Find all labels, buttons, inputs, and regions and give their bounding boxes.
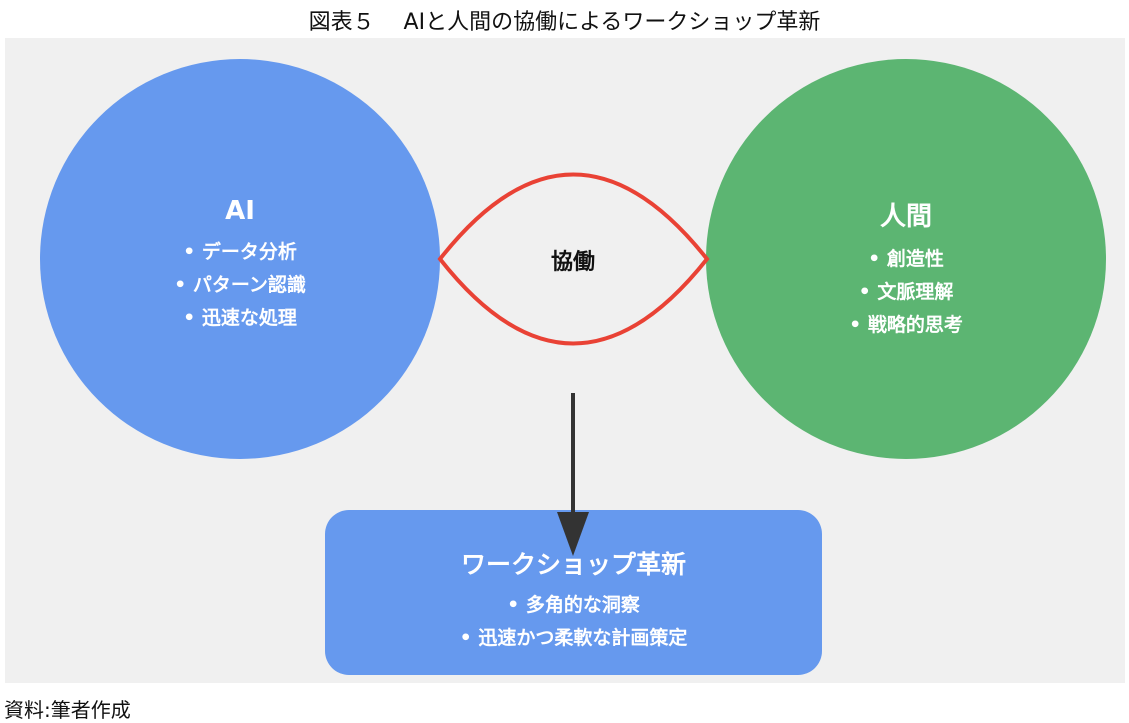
ai-item: • データ分析	[183, 241, 297, 263]
ai-circle	[40, 59, 440, 459]
result-title: ワークショップ革新	[460, 550, 686, 579]
human-label: 人間 • 創造性 • 文脈理解 • 戦略的思考	[706, 196, 1106, 342]
arrow-head-icon	[557, 512, 589, 556]
ai-label: AI • データ分析 • パターン認識 • 迅速な処理	[40, 196, 440, 335]
source-note: 資料:筆者作成	[4, 698, 131, 722]
human-title: 人間	[879, 202, 932, 232]
collaboration-label: 協働	[550, 250, 595, 275]
human-item: • 戦略的思考	[849, 314, 963, 336]
result-box	[325, 510, 822, 675]
ai-title: AI	[225, 196, 255, 226]
ai-item: • パターン認識	[174, 274, 306, 296]
human-item: • 文脈理解	[858, 281, 954, 303]
human-item: • 創造性	[868, 248, 944, 270]
result-label: ワークショップ革新 • 多角的な洞察 • 迅速かつ柔軟な計画策定	[325, 545, 822, 655]
collaboration-lens	[437, 172, 710, 346]
result-item: • 多角的な洞察	[507, 594, 640, 616]
figure-title: 図表５ AIと人間の協働によるワークショップ革新	[308, 10, 821, 35]
human-circle	[706, 59, 1106, 459]
result-item: • 迅速かつ柔軟な計画策定	[459, 627, 688, 649]
ai-item: • 迅速な処理	[183, 307, 297, 329]
